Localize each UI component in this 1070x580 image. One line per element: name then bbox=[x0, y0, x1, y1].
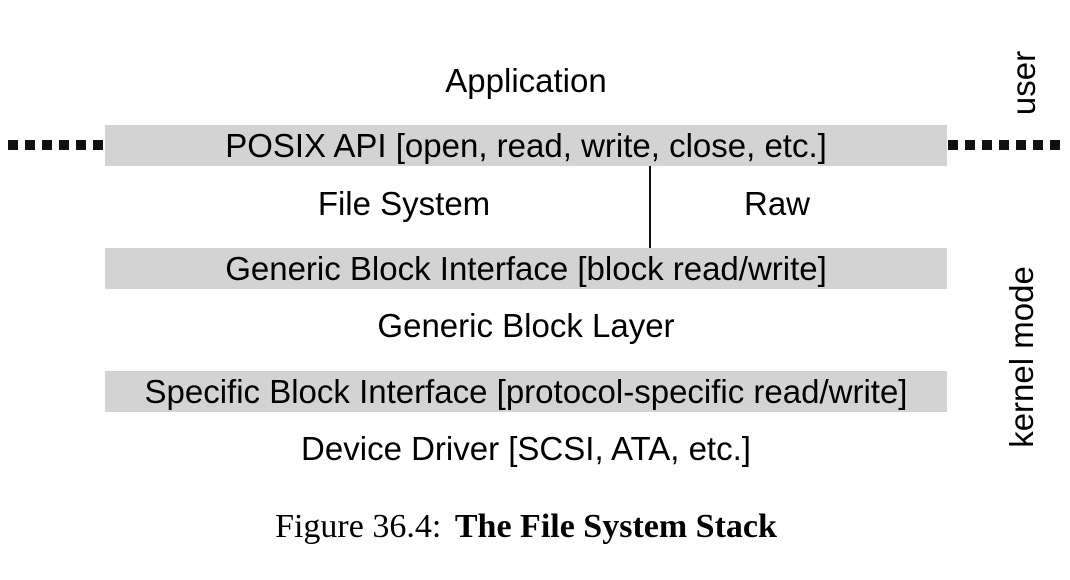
user-mode-side-label-text: user bbox=[1005, 50, 1043, 116]
layer-generic-block-interface-bar: Generic Block Interface [block read/writ… bbox=[105, 248, 947, 289]
layer-specific-block-interface-bar: Specific Block Interface [protocol-speci… bbox=[105, 371, 947, 412]
figure-caption-title: The File System Stack bbox=[454, 508, 777, 545]
figure-caption-number: Figure 36.4: bbox=[275, 508, 442, 545]
layer-generic-block-layer-label: Generic Block Layer bbox=[377, 307, 675, 344]
layer-application-label: Application bbox=[445, 62, 607, 99]
layer-device-driver-label: Device Driver [SCSI, ATA, etc.] bbox=[301, 430, 751, 467]
layer-posix-api-bar: POSIX API [open, read, write, close, etc… bbox=[105, 125, 947, 166]
raw-path-connector-line bbox=[649, 166, 651, 249]
kernel-mode-side-label: kernel mode bbox=[1000, 257, 1044, 457]
user-kernel-boundary-dotted-line-left bbox=[8, 140, 103, 150]
kernel-mode-side-label-text: kernel mode bbox=[1003, 266, 1041, 448]
layer-raw-label: Raw bbox=[743, 185, 811, 222]
user-kernel-boundary-dotted-line-right bbox=[948, 140, 1060, 150]
user-mode-side-label: user bbox=[1002, 43, 1046, 123]
layer-file-system-label: File System bbox=[317, 185, 491, 222]
figure-caption: Figure 36.4: The File System Stack bbox=[0, 503, 1052, 551]
